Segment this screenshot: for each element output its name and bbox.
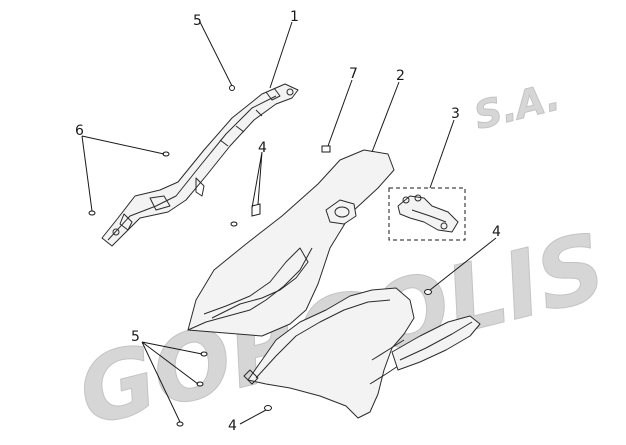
- part-2-side-cover: [187, 149, 481, 419]
- fastener-group: [88, 85, 432, 427]
- screw-5-top: [229, 85, 235, 91]
- leader-4-right: [429, 237, 497, 291]
- leader-6: [81, 135, 165, 212]
- part-1-frame-rail: [101, 83, 299, 247]
- callout-3: 3: [451, 106, 460, 122]
- leader-3: [429, 119, 455, 189]
- callout-5-lower: 5: [131, 329, 140, 345]
- callout-6: 6: [75, 123, 84, 139]
- callout-4-right: 4: [492, 224, 501, 240]
- leader-lines: [81, 21, 497, 425]
- callout-labels: 1 2 3 4 4 4 5 5 6 7: [75, 9, 501, 434]
- nut-4-upper-b: [230, 221, 238, 227]
- nut-4-upper-a: [251, 203, 261, 217]
- callout-2: 2: [396, 68, 405, 84]
- callout-5-top: 5: [193, 13, 202, 29]
- nut-4-right: [424, 289, 432, 295]
- leader-1: [269, 21, 293, 89]
- leader-7: [327, 79, 353, 147]
- leader-4-upper: [251, 151, 263, 209]
- bolt-6-lower: [88, 210, 96, 216]
- leader-5-lower: [141, 341, 203, 423]
- nut-4-bottom: [264, 405, 272, 411]
- screw-5-b: [196, 381, 204, 387]
- watermark-suffix-group: S.A.: [469, 74, 564, 139]
- leader-5-top: [199, 21, 233, 87]
- leader-4-bottom: [239, 409, 267, 425]
- callout-7: 7: [349, 66, 358, 82]
- callout-4-bottom: 4: [228, 418, 237, 434]
- callout-4-upper: 4: [258, 140, 267, 156]
- clip-7: [321, 145, 331, 153]
- screw-5-c: [176, 421, 184, 427]
- leader-2: [371, 81, 400, 153]
- callout-1: 1: [290, 9, 299, 25]
- kit-boundary-box: [388, 187, 466, 241]
- part-3-bracket-kit: [388, 187, 466, 241]
- watermark-suffix: S.A.: [470, 74, 564, 138]
